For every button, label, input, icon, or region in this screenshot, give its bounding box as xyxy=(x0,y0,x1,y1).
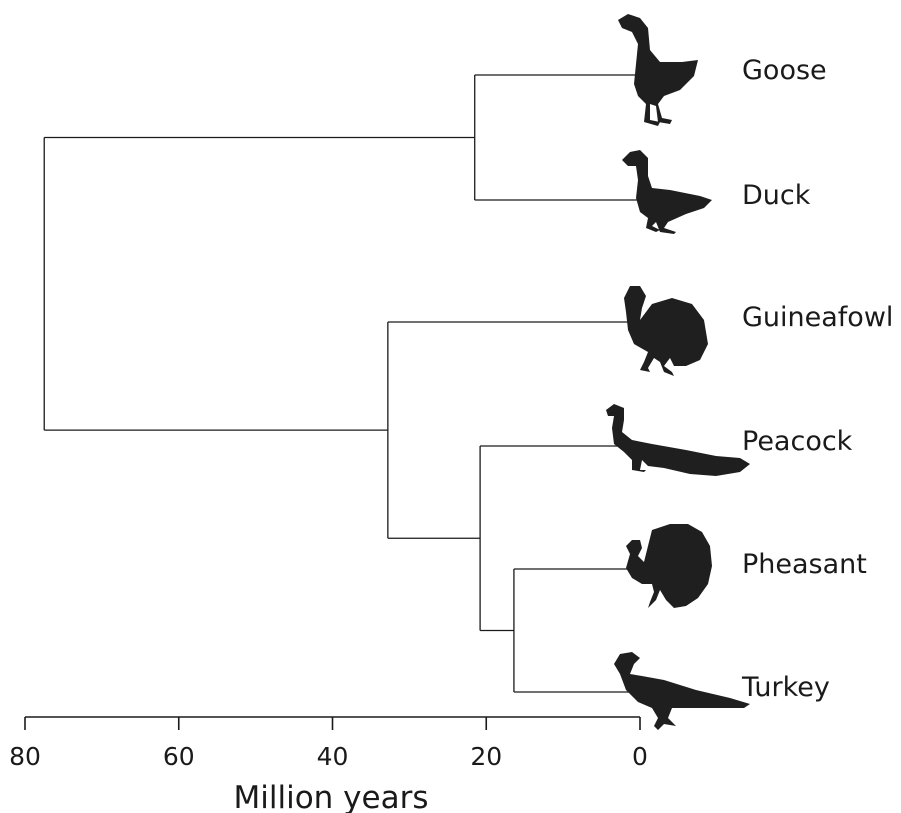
turkey-silhouette-icon xyxy=(614,652,750,730)
taxon-label-duck: Duck xyxy=(742,180,811,211)
taxon-label-goose: Goose xyxy=(742,55,827,86)
bird-silhouettes xyxy=(606,14,750,730)
tree-branches xyxy=(44,75,640,692)
axis-tick-label: 80 xyxy=(9,742,41,771)
axis-tick-label: 0 xyxy=(632,742,648,771)
duck-silhouette-icon xyxy=(622,150,712,234)
axis-title: Million years xyxy=(234,780,429,813)
axis-tick-label: 40 xyxy=(317,742,349,771)
taxon-label-peacock: Peacock xyxy=(742,426,853,457)
guineafowl-silhouette-icon xyxy=(624,286,708,376)
axis-tick-label: 60 xyxy=(163,742,195,771)
axis-tick-label: 20 xyxy=(470,742,502,771)
pheasant-silhouette-icon xyxy=(626,524,712,608)
taxon-label-guineafowl: Guineafowl xyxy=(742,302,893,333)
peacock-silhouette-icon xyxy=(606,404,750,476)
taxon-label-turkey: Turkey xyxy=(741,672,830,703)
taxon-label-pheasant: Pheasant xyxy=(742,549,867,580)
goose-silhouette-icon xyxy=(618,14,698,126)
